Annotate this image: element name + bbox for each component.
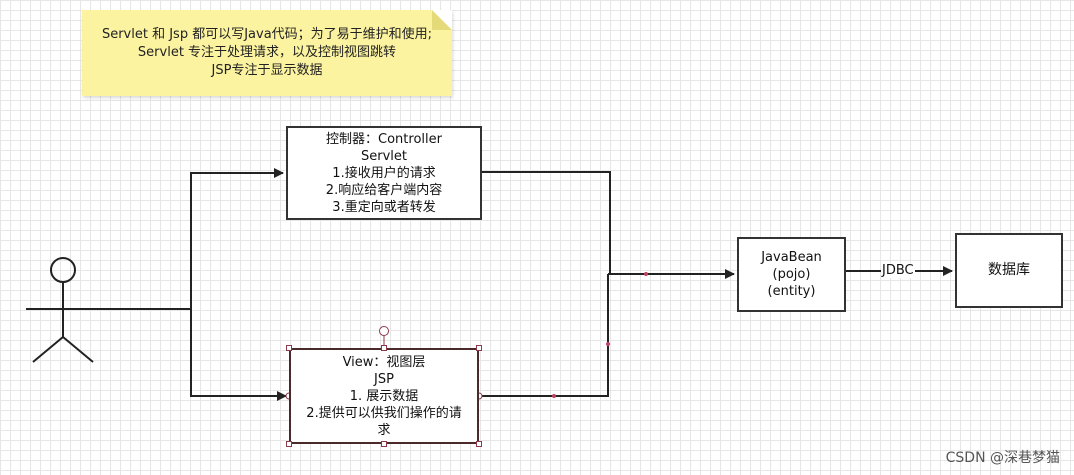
resize-handle-tl[interactable] <box>286 345 292 351</box>
database-label: 数据库 <box>988 262 1030 278</box>
javabean-pojo: (pojo) <box>772 267 811 282</box>
waypoint-dot <box>644 272 648 276</box>
view-item-2-wrap: 求 <box>377 422 391 438</box>
resize-handle-bl[interactable] <box>286 441 292 447</box>
note-line-2: Servlet 专注于处理请求，以及控制视图跳转 <box>137 45 397 60</box>
view-title: View：视图层 <box>342 354 426 370</box>
actor-to-controller-connector <box>100 168 284 310</box>
jdbc-label: JDBC <box>881 263 915 278</box>
controller-to-merge-connector <box>482 171 611 274</box>
waypoint-dot <box>552 394 556 398</box>
javabean-title: JavaBean <box>761 250 822 265</box>
javabean-box[interactable]: JavaBean (pojo) (entity) <box>737 237 846 312</box>
actor-figure <box>26 257 100 363</box>
view-to-merge-connector <box>479 274 609 397</box>
actor-to-view-connector <box>190 309 287 401</box>
sticky-note[interactable]: Servlet 和 Jsp 都可以写Java代码；为了易于维护和使用; Serv… <box>82 10 452 96</box>
resize-handle-tr[interactable] <box>476 345 482 351</box>
rotation-handle[interactable] <box>379 326 389 336</box>
view-box[interactable]: View：视图层 JSP 1. 展示数据 2.提供可以供我们操作的请 求 <box>289 348 479 444</box>
resize-handle-br[interactable] <box>476 441 482 447</box>
controller-subtitle: Servlet <box>361 148 407 164</box>
view-item-2: 2.提供可以供我们操作的请 <box>306 405 462 421</box>
view-subtitle: JSP <box>374 371 394 387</box>
note-line-3: JSP专注于显示数据 <box>211 63 323 78</box>
controller-item-2: 2.响应给客户端内容 <box>325 182 443 198</box>
resize-handle-tm[interactable] <box>381 345 387 351</box>
note-line-1: Servlet 和 Jsp 都可以写Java代码；为了易于维护和使用; <box>101 27 433 42</box>
resize-handle-bm[interactable] <box>381 441 387 447</box>
javabean-entity: (entity) <box>767 284 816 299</box>
database-box[interactable]: 数据库 <box>955 233 1063 308</box>
view-item-1: 1. 展示数据 <box>349 388 419 404</box>
controller-item-3: 3.重定向或者转发 <box>332 199 436 215</box>
note-fold-corner <box>432 10 452 30</box>
waypoint-dot <box>606 342 610 346</box>
controller-item-1: 1.接收用户的请求 <box>332 165 436 181</box>
watermark: CSDN @深巷梦猫 <box>945 450 1060 466</box>
controller-title: 控制器：Controller <box>326 131 442 147</box>
controller-box[interactable]: 控制器：Controller Servlet 1.接收用户的请求 2.响应给客户… <box>286 126 482 220</box>
